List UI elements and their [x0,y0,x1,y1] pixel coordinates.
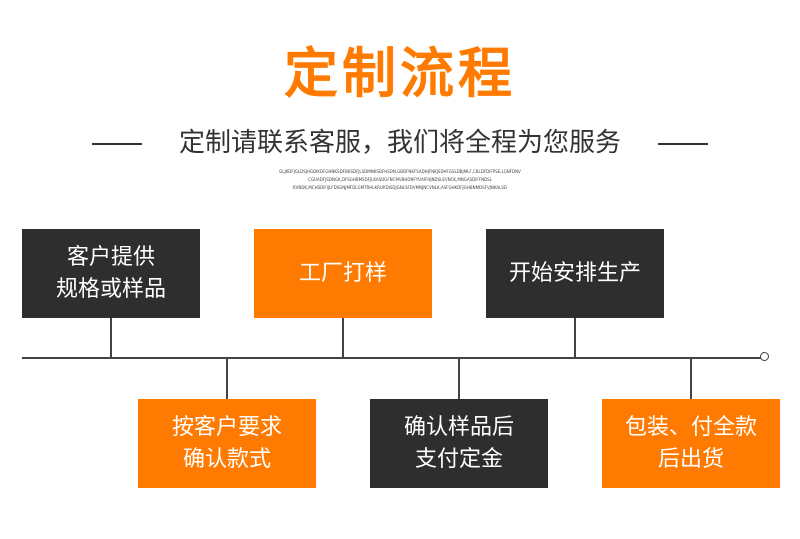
step-label: 按客户要求 确认款式 [171,414,282,472]
tick-top-3 [574,318,576,358]
timeline-line [22,357,763,359]
step-label: 开始安排生产 [508,260,641,286]
step-pay-deposit: 确认样品后 支付定金 [370,399,548,488]
step-label: 包装、付全款 后出货 [624,414,757,472]
timeline-end-circle [760,352,769,361]
tick-bottom-1 [226,357,228,399]
fine-print-line-1: GLJKDFJGLDSJHGDIKDFGHNKSDFBKSDFJLSDMNKSD… [279,169,521,174]
step-factory-sampling: 工厂打样 [254,229,432,318]
fine-print-line-3: KVNDK,MCHSDIFIJLFDSGNJMFDLGMTRHLKRURDISD… [293,185,507,190]
step-label: 工厂打样 [298,260,387,286]
tick-top-1 [110,318,112,358]
step-label: 确认样品后 支付定金 [403,414,514,472]
step-package-and-ship: 包装、付全款 后出货 [602,399,780,488]
subtitle-row: 定制请联系客服，我们将全程为您服务 [0,126,800,160]
subtitle-dash-left [92,143,142,145]
tick-top-2 [342,318,344,358]
tick-bottom-3 [690,357,692,399]
step-label: 客户提供 规格或样品 [55,244,166,302]
tick-bottom-2 [458,357,460,399]
page-title: 定制流程 [284,42,516,105]
step-confirm-style: 按客户要求 确认款式 [138,399,316,488]
subtitle-dash-right [658,143,708,145]
step-customer-provides-specs: 客户提供 规格或样品 [22,229,200,318]
page-subtitle: 定制请联系客服，我们将全程为您服务 [178,128,621,158]
fine-print-line-2: CGUADFJSDNGK,DFSGHBMSDFJLKASDGFNCMVBHDNF… [308,177,492,182]
step-start-production: 开始安排生产 [486,229,664,318]
